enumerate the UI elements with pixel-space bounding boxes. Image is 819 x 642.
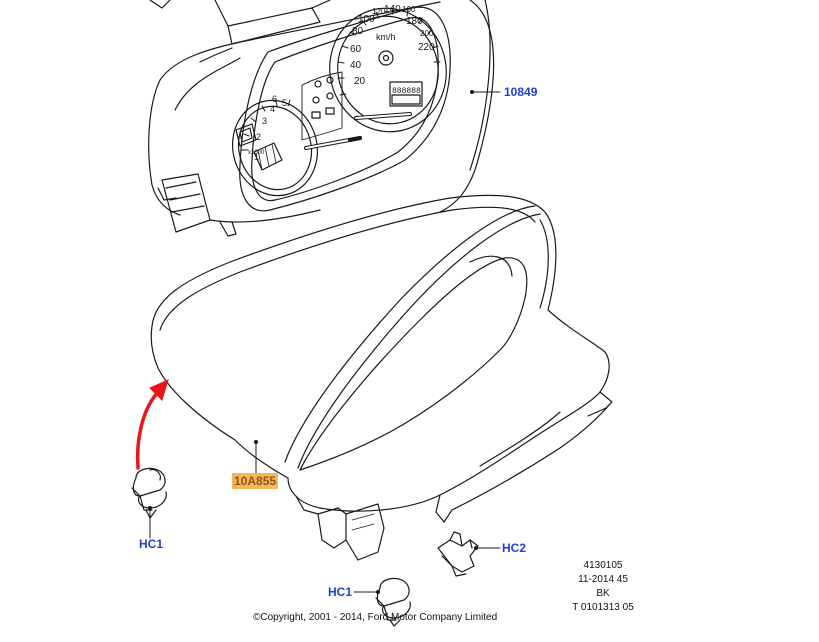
speedo-tick-180: 180 bbox=[406, 16, 423, 27]
clip-hc1-left bbox=[131, 467, 167, 519]
speedo-tick-40: 40 bbox=[350, 60, 362, 71]
speedo-tick-80: 80 bbox=[352, 26, 364, 37]
document-info: 4130105 11-2014 45 BK T 0101313 05 bbox=[566, 559, 640, 615]
leader-dot-shroud bbox=[254, 440, 258, 444]
callout-10849: 10849 bbox=[504, 85, 538, 99]
leader-dot-hc1-left bbox=[148, 506, 152, 510]
speedo-tick-160: 160 bbox=[402, 5, 416, 14]
callout-hc2: HC2 bbox=[502, 541, 527, 555]
speedo-tick-200: 200 bbox=[420, 29, 434, 38]
tach-tick-4: 4 bbox=[270, 104, 275, 114]
tach-tick-1: 1 bbox=[254, 152, 259, 162]
tach-tick-6: 6 bbox=[272, 94, 277, 104]
doc-code: BK bbox=[596, 588, 610, 599]
callout-10a855: 10A855 bbox=[232, 473, 279, 489]
clip-hc2 bbox=[437, 531, 479, 577]
speedo-tick-220: 220 bbox=[418, 42, 435, 53]
cluster-shroud bbox=[150, 194, 613, 561]
doc-ref: T 0101313 05 bbox=[572, 602, 634, 613]
leader-dot-hc1-bottom bbox=[376, 590, 380, 594]
doc-date: 11-2014 45 bbox=[578, 574, 628, 585]
clip-hc1-bottom bbox=[375, 577, 411, 627]
speedo-tick-140: 140 bbox=[384, 4, 401, 15]
tach-tick-2: 2 bbox=[256, 132, 261, 142]
tach-scale-label: x1000 bbox=[248, 150, 265, 156]
leader-dot-hc2 bbox=[474, 546, 478, 550]
speedo-tick-20: 20 bbox=[354, 76, 366, 87]
instrument-cluster bbox=[148, 0, 495, 237]
speedo-unit-label: km/h bbox=[376, 32, 396, 42]
odometer-digits: 888888 bbox=[392, 87, 421, 96]
doc-number: 4130105 bbox=[583, 560, 623, 571]
callout-hc1-left: HC1 bbox=[139, 537, 164, 551]
speedo-tick-120: 120 bbox=[372, 7, 386, 16]
speedo-tick-60: 60 bbox=[350, 44, 362, 55]
tach-tick-5: 5 bbox=[282, 98, 287, 108]
install-arrow bbox=[135, 379, 169, 470]
leader-lines bbox=[149, 91, 501, 593]
tach-tick-3: 3 bbox=[262, 116, 267, 126]
leader-dot-cluster bbox=[470, 90, 474, 94]
callout-hc1-bottom: HC1 bbox=[328, 585, 353, 599]
copyright-notice: ©Copyright, 2001 - 2014, Ford Motor Comp… bbox=[253, 612, 498, 623]
speedo-tick-100: 100 bbox=[358, 14, 375, 25]
